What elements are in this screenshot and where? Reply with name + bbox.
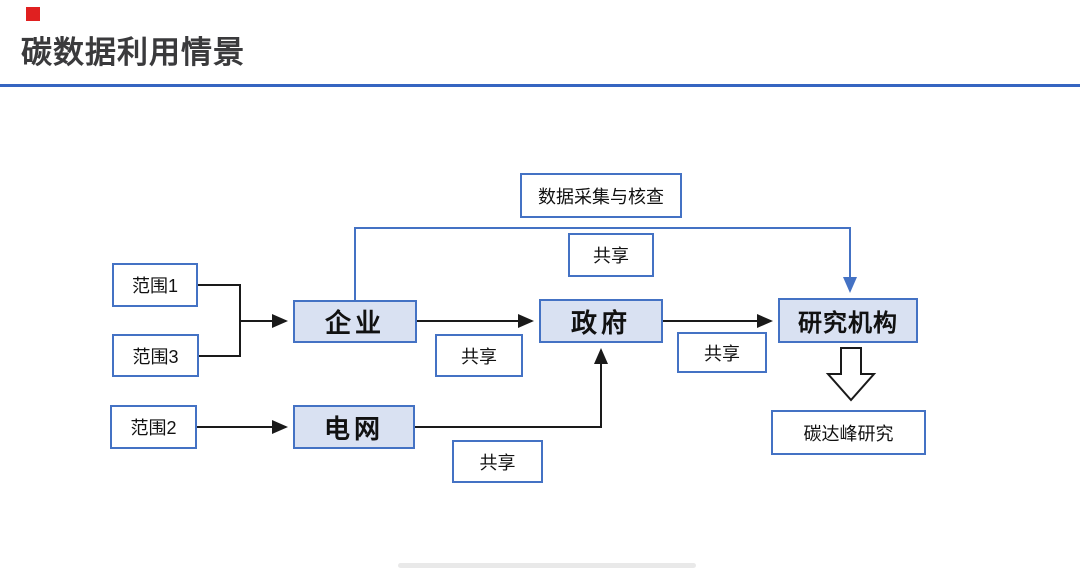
- label-box-share-right: 共享: [677, 332, 767, 373]
- label-box-share-bottom: 共享: [452, 440, 543, 483]
- label-box-share-left: 共享: [435, 334, 523, 377]
- share-top-label: 共享: [593, 246, 629, 266]
- node-enterprise-label: 企业: [324, 308, 385, 338]
- node-scope2-label: 范围2: [130, 418, 177, 438]
- node-scope3-label: 范围3: [132, 346, 179, 367]
- node-enterprise: 企业: [293, 300, 417, 343]
- node-government-label: 政府: [570, 307, 631, 338]
- share-right-label: 共享: [704, 343, 740, 364]
- node-grid: 电网: [293, 405, 415, 449]
- data-collection-label: 数据采集与核查: [538, 186, 664, 207]
- label-box-share-top: 共享: [568, 233, 654, 277]
- node-research-institute: 研究机构: [778, 298, 918, 343]
- node-research-institute-label: 研究机构: [798, 310, 898, 337]
- node-carbon-peak-research: 碳达峰研究: [771, 410, 926, 455]
- block-arrow-research-to-peak: [825, 347, 877, 402]
- node-grid-label: 电网: [323, 413, 384, 444]
- share-bottom-label: 共享: [479, 452, 516, 473]
- label-box-data-collection: 数据采集与核查: [520, 173, 682, 218]
- carbon-peak-research-label: 碳达峰研究: [803, 423, 894, 444]
- edge-grid-to-government: [415, 348, 608, 428]
- edge-scope1-scope3-merge: [198, 284, 241, 357]
- node-scope1-label: 范围1: [131, 276, 178, 296]
- title-underline: [0, 84, 1080, 87]
- red-square-marker: [26, 7, 40, 21]
- page-title: 碳数据利用情景: [21, 35, 245, 70]
- node-government: 政府: [539, 299, 663, 343]
- node-scope2: 范围2: [110, 405, 197, 449]
- node-scope1: 范围1: [112, 263, 198, 307]
- bottom-progress-bar: [398, 563, 696, 568]
- share-left-label: 共享: [461, 346, 497, 367]
- edge-enterprise-to-research-blue: [354, 227, 857, 300]
- node-scope3: 范围3: [112, 334, 199, 377]
